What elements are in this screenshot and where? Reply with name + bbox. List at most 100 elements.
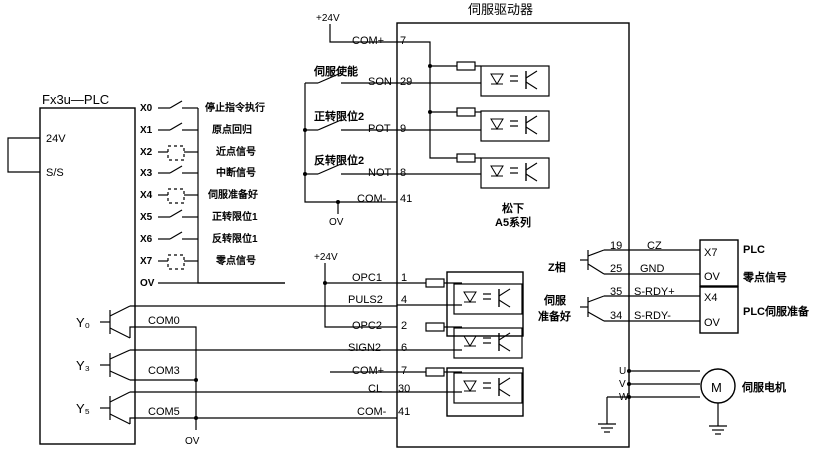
pin-num-2: 2 (401, 320, 407, 332)
plc-inputs: X0 停止指令执行 X1 原点回归 X2 近点信号 X3 中断信号 X4 伺服准… (140, 100, 285, 289)
uvw-u: U (619, 366, 626, 377)
input-pin-x0: X0 (140, 103, 153, 114)
input-desc-x0: 停止指令执行 (205, 101, 265, 114)
plc-label-24v: 24V (46, 133, 66, 145)
plc-input-x5: X5 正转限位1 (140, 209, 258, 223)
output-y5: Y₅ (76, 401, 90, 416)
switch-ov-label: OV (329, 217, 344, 228)
servo-driver-box (396, 22, 630, 448)
input-pin-x3: X3 (140, 168, 153, 179)
pin-name-not: NOT (368, 167, 392, 179)
brand-line2: A5系列 (495, 215, 531, 229)
plc-box1-title: PLC (743, 244, 765, 256)
pin-num-4: 4 (401, 294, 407, 306)
input-desc-x1: 原点回归 (212, 123, 252, 136)
optocoupler-son (397, 61, 550, 97)
output-y0: Y₀ (76, 315, 90, 330)
pulse-24v-label: +24V (314, 252, 338, 263)
plc-box-ready: X4 OV PLC伺服准备 (699, 286, 810, 334)
motor-symbol: M (711, 380, 722, 395)
pin-num-7: 7 (400, 35, 406, 47)
servo-ready-line1: 伺服 (543, 293, 567, 307)
input-pin-x6: X6 (140, 234, 153, 245)
pin-num-6: 6 (401, 342, 407, 354)
pin-name-srdy-minus: S-RDY- (634, 310, 671, 322)
plc-input-x3: X3 中断信号 (140, 165, 256, 179)
driver-top-pins: COM+ 7 SON 29 POT 9 NOT 8 COM- 41 (352, 35, 412, 205)
input-desc-x3: 中断信号 (216, 166, 256, 179)
input-desc-x2: 近点信号 (216, 145, 256, 158)
input-pin-x2: X2 (140, 147, 153, 158)
pin-num-41b: 41 (398, 406, 410, 418)
brand-line1: 松下 (502, 201, 524, 215)
switch-label-pot: 正转限位2 (314, 109, 364, 123)
pin-num-9: 9 (400, 123, 406, 135)
pin-name-com-plus-2: COM+ (352, 365, 384, 377)
output-com5: COM5 (148, 406, 180, 418)
plc-outputs: Y₀ COM0 Y₃ COM3 Y₅ COM5 OV (76, 305, 397, 447)
pin-num-1: 1 (401, 272, 407, 284)
plc-input-x4: X4 伺服准备好 (140, 188, 258, 204)
pin-name-opc1: OPC1 (352, 272, 382, 284)
input-desc-x5: 正转限位1 (212, 210, 258, 223)
plc-bottom-ov: OV (185, 436, 200, 447)
switch-label-son: 伺服使能 (313, 64, 358, 78)
pin-name-pot: POT (368, 123, 391, 135)
driver-right-pins: 19 CZ 25 GND 35 S-RDY+ 34 S-RDY- (610, 240, 675, 322)
z-phase-label: Z相 (548, 260, 566, 274)
optocoupler-sign (397, 322, 523, 359)
pin-name-cl: CL (368, 383, 382, 395)
servo-ready-output: 伺服 准备好 (538, 293, 700, 323)
pin-name-com-plus: COM+ (352, 35, 384, 47)
pin-num-34: 34 (610, 310, 622, 322)
plc-box1-ov: OV (704, 271, 721, 283)
plc-ov-label: OV (140, 278, 155, 289)
pin-num-35: 35 (610, 286, 622, 298)
pin-num-29: 29 (400, 76, 412, 88)
plc-input-x0: X0 停止指令执行 (140, 100, 265, 114)
plc-box1-x7: X7 (704, 247, 717, 259)
output-com0: COM0 (148, 315, 180, 327)
pin-num-25: 25 (610, 263, 622, 275)
plc-box-zero: X7 OV PLC 零点信号 (699, 239, 787, 287)
pin-name-opc2: OPC2 (352, 320, 382, 332)
input-pin-x1: X1 (140, 125, 153, 136)
plc-input-x7: X7 零点信号 (140, 254, 256, 270)
external-switches: 伺服使能 正转限位2 反转限位2 OV (303, 64, 397, 228)
pin-num-41: 41 (400, 193, 412, 205)
output-com3: COM3 (148, 365, 180, 377)
optocoupler-not (397, 153, 550, 189)
pin-name-srdy-plus: S-RDY+ (634, 286, 675, 298)
plc-box1-desc: 零点信号 (742, 270, 787, 284)
optocoupler-pot (397, 107, 550, 142)
pin-name-cz: CZ (647, 240, 662, 252)
pin-name-gnd: GND (640, 263, 665, 275)
motor-label: 伺服电机 (741, 380, 786, 394)
input-pin-x7: X7 (140, 256, 153, 267)
top-24v-label: +24V (316, 13, 340, 24)
input-pin-x5: X5 (140, 212, 153, 223)
plc-input-x2: X2 近点信号 (140, 145, 256, 161)
pin-name-puls2: PULS2 (348, 294, 383, 306)
servo-ready-line2: 准备好 (538, 309, 571, 323)
driver-pulse-pins: OPC1 1 PULS2 4 OPC2 2 SIGN2 6 COM+ 7 CL … (348, 272, 410, 418)
plc-title: Fx3u—PLC (42, 92, 109, 107)
plc-input-x1: X1 原点回归 (140, 122, 252, 136)
uvw-v: V (619, 379, 626, 390)
switch-label-not: 反转限位2 (314, 153, 364, 167)
plc-box (39, 107, 136, 445)
z-phase-output: Z相 (548, 249, 700, 275)
optocoupler-cl (397, 367, 524, 417)
plc-box2-ov: OV (704, 317, 721, 329)
input-desc-x4: 伺服准备好 (207, 188, 258, 201)
pin-num-19: 19 (610, 240, 622, 252)
pin-name-com-minus: COM- (357, 193, 387, 205)
plc-label-ss: S/S (46, 167, 64, 179)
plc-box2-x4: X4 (704, 292, 717, 304)
pin-num-7b: 7 (401, 365, 407, 377)
plc-box2-title: PLC伺服准备 (743, 304, 810, 318)
optocoupler-puls (397, 271, 524, 337)
pin-num-8: 8 (400, 167, 406, 179)
input-desc-x6: 反转限位1 (212, 232, 258, 245)
